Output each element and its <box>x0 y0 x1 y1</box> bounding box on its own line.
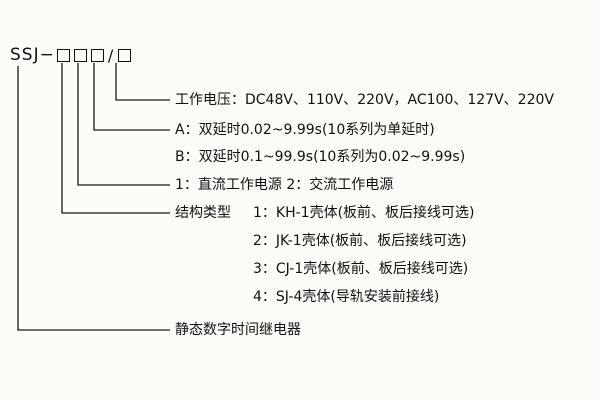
model-slash: / <box>107 45 115 65</box>
structure-type-title: 结构类型 <box>175 205 231 221</box>
delay-option-b-label: B：双延时0.1~99.9s(10系列为0.02~9.99s) <box>175 149 466 165</box>
structure-option-2-label: 2：JK-1壳体(板前、板后接线可选) <box>253 233 467 249</box>
model-code: SSJ− / <box>10 45 133 65</box>
line-power <box>77 63 170 186</box>
line-structure <box>61 63 170 214</box>
model-prefix: SSJ− <box>10 45 55 65</box>
line-voltage <box>115 63 170 101</box>
model-digit-box-2 <box>73 48 87 62</box>
model-digit-box-4 <box>118 48 132 62</box>
structure-option-1-label: 1：KH-1壳体(板前、板后接线可选) <box>253 205 475 221</box>
model-digit-box-3 <box>90 48 104 62</box>
model-digit-box-1 <box>56 48 70 62</box>
product-name-label: 静态数字时间继电器 <box>175 322 301 338</box>
structure-option-4-label: 4：SJ-4壳体(导轨安装前接线) <box>253 289 440 305</box>
voltage-label: 工作电压：DC48V、110V、220V，AC100、127V、220V <box>175 92 554 108</box>
line-delay <box>93 63 170 131</box>
delay-option-a-label: A：双延时0.02~9.99s(10系列为单延时) <box>175 122 435 138</box>
structure-option-3-label: 3：CJ-1壳体(板前、板后接线可选) <box>253 261 469 277</box>
power-supply-label: 1：直流工作电源 2：交流工作电源 <box>175 177 394 193</box>
line-product <box>17 66 170 331</box>
